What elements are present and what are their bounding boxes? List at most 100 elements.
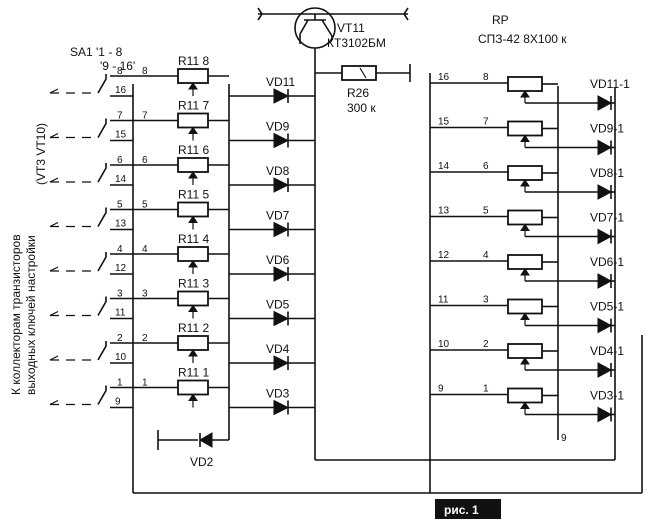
r11-body: [177, 68, 209, 84]
transistor-emitter: [321, 19, 333, 37]
diode-ref: VD6-1: [590, 255, 624, 269]
diode-ref: VD11-1: [590, 77, 630, 91]
diode-triangle: [273, 266, 290, 282]
rp-ref: RP: [492, 13, 509, 27]
r11-body: [177, 335, 209, 351]
tap-label: 5: [142, 200, 148, 211]
diode-triangle: [597, 317, 613, 334]
tap-label: 1: [142, 378, 148, 389]
r11-ref: R11 1: [178, 366, 209, 380]
rp-pin-left: 14: [438, 161, 450, 172]
rp-body: [507, 165, 543, 181]
transistor-collector: [299, 19, 309, 35]
switch-contact: [97, 163, 107, 183]
tap-label: 6: [142, 155, 148, 166]
r11-ref: R11 2: [178, 321, 209, 335]
diode-triangle: [597, 362, 613, 378]
bottom-pin-label: 9: [561, 433, 567, 444]
rp-body: [507, 76, 543, 92]
tap-label: 2: [142, 333, 148, 344]
input-arrow: [49, 310, 59, 317]
vd2-triangle: [199, 432, 213, 448]
figure-label-bg: [435, 499, 501, 519]
rp-pin-left: 11: [438, 295, 449, 306]
r11-body: [177, 201, 209, 218]
r26-ref: R26: [347, 86, 369, 100]
diode-ref: VD3-1: [590, 389, 624, 403]
rp-pin-left: 16: [438, 72, 450, 83]
diode-ref: VD11: [266, 75, 295, 89]
rp-body: [507, 209, 543, 226]
input-arrow: [49, 132, 59, 139]
figure-label: рис. 1: [435, 499, 501, 519]
rp-pin-right: 4: [483, 250, 489, 261]
supply-rail-left-end: [257, 7, 263, 21]
r11-body: [177, 290, 209, 307]
r11-wiper-arrow: [188, 82, 198, 90]
switch-contact: [97, 385, 107, 405]
diode-triangle: [273, 355, 290, 371]
rp-wiper-arrow: [520, 90, 530, 98]
r11-ref: R11 8: [178, 54, 209, 68]
input-arrow: [49, 355, 59, 361]
side-caption: К коллекторам транзисторов выходных ключ…: [9, 123, 48, 395]
rp-pin-right: 3: [483, 295, 489, 306]
diode-ref: VD8: [266, 164, 290, 178]
side-caption-line3: (VT3 VT10): [34, 123, 48, 185]
switch-contact: [97, 74, 107, 94]
diode-triangle: [597, 228, 613, 245]
rp-pin-right: 2: [483, 339, 489, 350]
transistor-vt11: VT11 КТ3102БМ: [257, 7, 409, 460]
r11-ref: R11 4: [178, 232, 209, 246]
input-arrow: [49, 88, 59, 94]
vd2-ref: VD2: [190, 455, 214, 469]
resistor-r26: R26 300 к: [315, 64, 411, 115]
switch-pin-top: 6: [117, 155, 123, 166]
diode-ref: VD3: [266, 387, 290, 401]
figure-label-text: рис. 1: [444, 503, 479, 517]
r11-ref: R11 6: [178, 143, 209, 157]
tap-label: 8: [142, 66, 148, 77]
input-arrow: [49, 266, 59, 272]
switch-pin-bottom: 13: [115, 219, 127, 230]
diode-triangle: [597, 406, 613, 423]
diode-triangle: [597, 139, 613, 156]
side-caption-line1: К коллекторам транзисторов: [9, 234, 23, 395]
diode-ref: VD4: [266, 342, 290, 356]
diode-triangle: [273, 221, 290, 238]
rp-pin-right: 1: [483, 384, 489, 395]
rp-pin-left: 13: [438, 206, 450, 217]
switch-pin-top: 4: [117, 244, 123, 255]
diode-ref: VD4-1: [590, 344, 624, 358]
switch-pin-bottom: 14: [115, 174, 127, 185]
switch-pin-bottom: 10: [115, 352, 127, 363]
diode-ref: VD7-1: [590, 211, 624, 225]
diode-triangle: [273, 132, 290, 149]
r11-ref: R11 3: [178, 277, 209, 291]
switch-pin-top: 5: [117, 200, 123, 211]
diode-triangle: [597, 95, 613, 111]
switch-range: '9 - 16': [100, 59, 135, 73]
rp-pin-left: 15: [438, 117, 450, 128]
r11-body: [177, 246, 209, 262]
switch-contact: [97, 207, 107, 227]
switch-pin-bottom: 12: [115, 263, 127, 274]
diode-ref: VD8-1: [590, 166, 624, 180]
rp-part: СПЗ-42 8Х100 к: [478, 32, 567, 46]
switch-pin-top: 8: [117, 66, 123, 77]
diode-triangle: [273, 88, 290, 104]
r26-body: [341, 65, 377, 81]
